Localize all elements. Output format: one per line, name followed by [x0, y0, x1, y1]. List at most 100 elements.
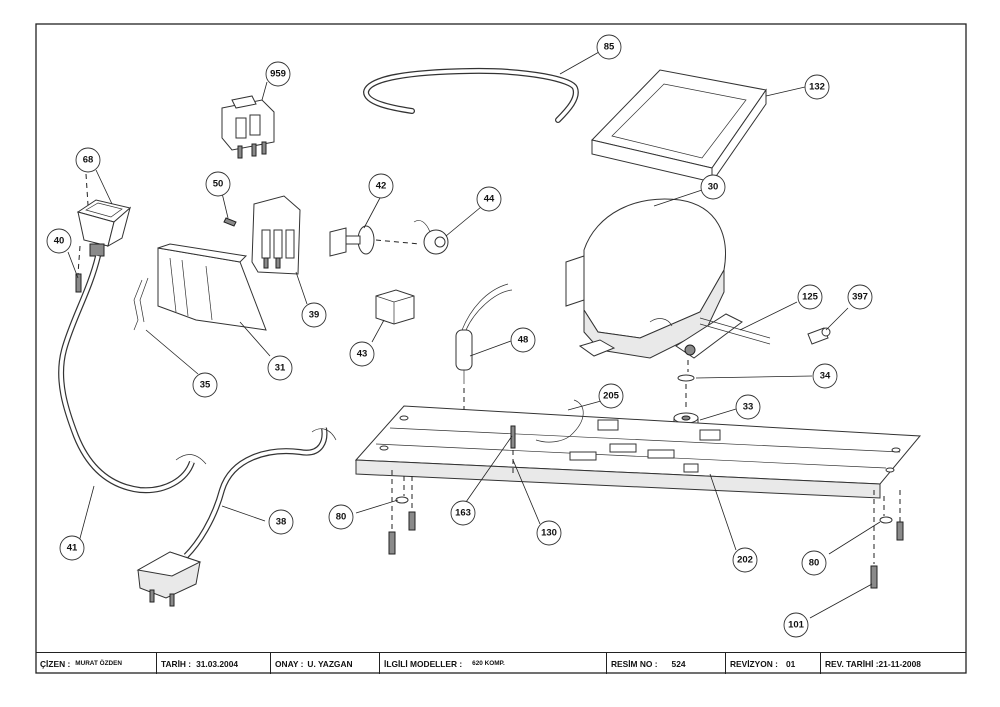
tb-models: İLGİLİ MODELLER : 620 KOMP. [380, 653, 607, 674]
callout-41: 41 [59, 535, 85, 561]
tb-revision-date-label: REV. TARİHİ : [825, 658, 879, 669]
callout-130: 130 [536, 520, 562, 546]
svg-text:30: 30 [708, 182, 719, 193]
part-68-connector [76, 199, 132, 257]
callout-30: 30 [700, 174, 726, 200]
part-39-relay-housing [251, 195, 301, 275]
tb-date-label: TARİH : [161, 658, 192, 669]
svg-text:35: 35 [200, 380, 211, 391]
callout-80-left: 80 [328, 504, 354, 530]
tb-date: TARİH : 31.03.2004 [157, 653, 271, 674]
tb-revision-date: REV. TARİHİ : 21-11-2008 [821, 653, 966, 674]
svg-text:163: 163 [455, 508, 471, 519]
callout-397: 397 [847, 284, 873, 310]
callout-80-right: 80 [801, 550, 827, 576]
callout-48: 48 [510, 327, 536, 353]
leader-lines [67, 51, 881, 619]
part-34-washer [677, 360, 695, 410]
callout-125: 125 [797, 284, 823, 310]
svg-text:68: 68 [83, 155, 94, 166]
svg-text:38: 38 [276, 517, 287, 528]
tb-drawn-by-label: ÇİZEN : [40, 658, 71, 669]
part-42-axis-line [375, 239, 421, 245]
svg-text:85: 85 [604, 42, 615, 53]
tb-models-label: İLGİLİ MODELLER : [384, 658, 463, 669]
svg-text:202: 202 [737, 555, 753, 566]
callout-202: 202 [732, 547, 758, 573]
part-44-thermostat [413, 220, 449, 255]
part-132-drip-tray [591, 69, 767, 184]
callout-85: 85 [596, 34, 622, 60]
svg-text:40: 40 [54, 236, 65, 247]
svg-text:397: 397 [852, 292, 868, 303]
part-397-valve [807, 327, 831, 345]
part-80-foot-right [873, 490, 904, 564]
callout-33: 33 [735, 394, 761, 420]
callout-205: 205 [598, 383, 624, 409]
callout-68: 68 [75, 147, 101, 173]
svg-text:959: 959 [270, 69, 286, 80]
part-50-screw [223, 217, 237, 227]
part-40-screw [75, 245, 82, 293]
part-41-power-cable [58, 255, 207, 494]
svg-text:132: 132 [809, 82, 825, 93]
svg-text:33: 33 [743, 402, 754, 413]
svg-text:101: 101 [788, 620, 805, 631]
callout-38: 38 [268, 509, 294, 535]
tb-drawn-by-value: MURAT ÖZDEN [75, 660, 122, 667]
callout-40: 40 [46, 228, 72, 254]
svg-text:42: 42 [376, 181, 387, 192]
svg-text:44: 44 [484, 194, 495, 205]
tb-models-value: 620 KOMP. [472, 660, 505, 667]
svg-text:39: 39 [309, 310, 320, 321]
svg-text:125: 125 [802, 292, 819, 303]
part-202-base-plate [354, 399, 922, 499]
callout-31: 31 [267, 355, 293, 381]
tb-date-value: 31.03.2004 [196, 658, 239, 669]
callout-50: 50 [205, 171, 231, 197]
tb-approved: ONAY : U. YAZGAN [271, 653, 380, 674]
tb-drawn-by: ÇİZEN : MURAT ÖZDEN [36, 653, 157, 674]
svg-text:34: 34 [820, 371, 831, 382]
part-959-relay-block [221, 95, 275, 159]
part-35-clip [133, 277, 149, 331]
callout-35: 35 [192, 372, 218, 398]
svg-text:130: 130 [541, 528, 557, 539]
part-30-compressor [565, 198, 771, 359]
part-101-screw [870, 565, 878, 589]
callout-44: 44 [476, 186, 502, 212]
svg-text:41: 41 [67, 543, 78, 554]
svg-text:31: 31 [275, 363, 286, 374]
part-31-cover [157, 243, 267, 331]
part-43-relay [375, 289, 415, 325]
svg-text:80: 80 [336, 512, 347, 523]
svg-text:80: 80 [809, 558, 820, 569]
part-85-tube [362, 67, 579, 123]
callout-101: 101 [783, 612, 809, 638]
tb-drawing-no-label: RESİM NO : [611, 658, 658, 669]
part-38-plug-cable [136, 427, 337, 607]
tb-revision-value: 01 [785, 658, 796, 669]
part-48-capacitor [455, 283, 513, 418]
part-42-protector [329, 225, 375, 257]
callout-959: 959 [265, 61, 291, 87]
svg-text:48: 48 [518, 335, 529, 346]
tb-drawing-no-value: 524 [671, 658, 686, 669]
callout-39: 39 [301, 302, 327, 328]
callout-43: 43 [349, 341, 375, 367]
callout-34: 34 [812, 363, 838, 389]
callout-163: 163 [450, 500, 476, 526]
part-68-mount-line [85, 173, 89, 206]
tb-approved-value: U. YAZGAN [307, 658, 353, 669]
svg-text:205: 205 [603, 391, 620, 402]
tb-revision-date-value: 21-11-2008 [878, 658, 921, 669]
callout-132: 132 [804, 74, 830, 100]
title-block: ÇİZEN : MURAT ÖZDEN TARİH : 31.03.2004 O… [36, 652, 966, 674]
drawing-frame [35, 23, 967, 674]
tb-drawing-no: RESİM NO : 524 [607, 653, 726, 674]
tb-revision-label: REVİZYON : [730, 658, 778, 669]
tb-revision: REVİZYON : 01 [726, 653, 821, 674]
part-80-foot-left [388, 470, 416, 555]
svg-text:43: 43 [357, 349, 368, 360]
